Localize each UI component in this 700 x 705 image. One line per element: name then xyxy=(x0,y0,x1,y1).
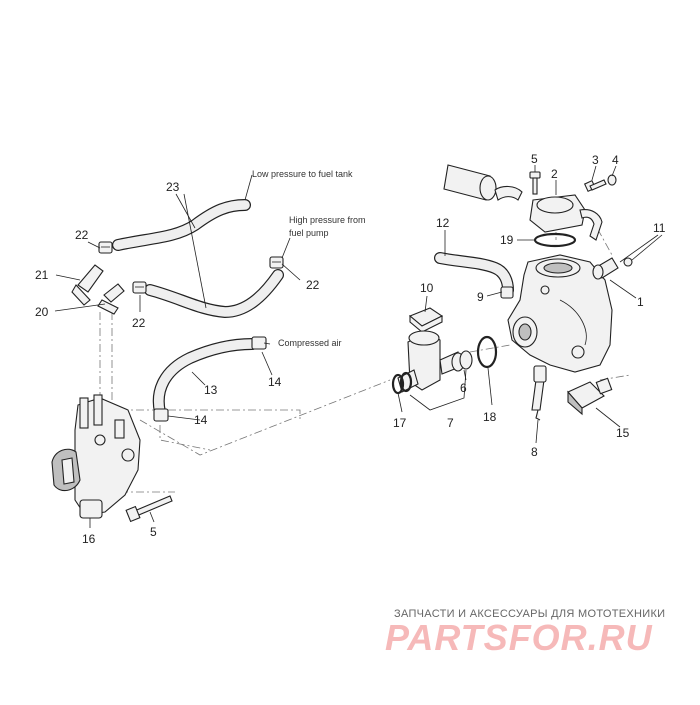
note-compressed-air: Compressed air xyxy=(278,338,342,348)
callout-12: 12 xyxy=(436,216,450,230)
hose-clamp-22-left xyxy=(98,241,113,254)
flow-notes: Low pressure to fuel tank High pressure … xyxy=(252,169,366,348)
o-ring-18 xyxy=(476,335,498,369)
callout-21: 21 xyxy=(35,268,49,282)
fitting-6 xyxy=(451,350,473,372)
elbow-fitting-21 xyxy=(71,264,104,306)
t-pipe-7 xyxy=(397,330,463,393)
callout-22-left: 22 xyxy=(75,228,89,242)
callout-18: 18 xyxy=(483,410,497,424)
note-high-pressure-line2: fuel pump xyxy=(289,228,329,238)
hose-clamp-22-middle xyxy=(132,281,147,294)
watermark-brand: PARTSFOR.RU xyxy=(385,617,653,658)
screw-3 xyxy=(583,179,607,193)
callout-22-right: 22 xyxy=(306,278,320,292)
callout-17: 17 xyxy=(393,416,407,430)
note-low-pressure: Low pressure to fuel tank xyxy=(252,169,353,179)
thermostat-cover-2 xyxy=(529,194,603,241)
bleed-screw-11 xyxy=(592,257,633,280)
callout-10: 10 xyxy=(420,281,434,295)
callout-16: 16 xyxy=(82,532,96,546)
clamp-9 xyxy=(500,286,514,299)
fuel-hose-23-upper xyxy=(112,199,251,251)
o-ring-19 xyxy=(533,232,577,248)
callout-15: 15 xyxy=(616,426,630,440)
hose-clamp-22-right xyxy=(269,256,284,269)
coolant-pipe xyxy=(443,164,523,201)
hose-clamp-14-bottom xyxy=(153,408,169,422)
callout-19: 19 xyxy=(500,233,514,247)
callout-23: 23 xyxy=(166,180,180,194)
watermark: ЗАПЧАСТИ И АКСЕССУАРЫ ДЛЯ МОТОТЕХНИКИ PA… xyxy=(385,608,665,658)
callout-5-upper: 5 xyxy=(531,152,538,166)
pressure-regulator-16 xyxy=(51,394,141,519)
air-hose-13 xyxy=(152,338,258,418)
callout-4: 4 xyxy=(612,153,619,167)
hose-clamp-14-top xyxy=(251,336,267,350)
callout-numbers: 23 22 21 20 22 22 14 13 14 16 5 12 10 9 … xyxy=(35,152,666,546)
watermark-tagline: ЗАПЧАСТИ И АКСЕССУАРЫ ДЛЯ МОТОТЕХНИКИ xyxy=(394,608,665,620)
bracket-10 xyxy=(408,307,444,333)
callout-1: 1 xyxy=(637,295,644,309)
callout-13: 13 xyxy=(204,383,218,397)
leader-lines xyxy=(54,165,663,528)
callout-20: 20 xyxy=(35,305,49,319)
note-high-pressure-line1: High pressure from xyxy=(289,215,366,225)
callout-22-middle: 22 xyxy=(132,316,146,330)
fuel-hose-12 xyxy=(434,252,514,296)
temperature-sensor-8 xyxy=(531,365,547,421)
callout-11: 11 xyxy=(653,221,666,235)
thermostat-housing-1 xyxy=(507,254,613,373)
callout-2: 2 xyxy=(551,167,558,181)
bolt-5-lower xyxy=(125,495,173,523)
callout-14-top: 14 xyxy=(268,375,282,389)
washer-4 xyxy=(607,174,617,186)
callout-14-bottom: 14 xyxy=(194,413,208,427)
elbow-fitting-20 xyxy=(97,283,125,315)
callout-7: 7 xyxy=(447,416,454,430)
callout-3: 3 xyxy=(592,153,599,167)
bolt-5-upper xyxy=(529,171,541,195)
callout-8: 8 xyxy=(531,445,538,459)
callout-9: 9 xyxy=(477,290,484,304)
temperature-switch-15 xyxy=(567,377,613,416)
fuel-hose-23-lower xyxy=(144,269,284,318)
callout-6: 6 xyxy=(460,381,467,395)
callout-5-lower: 5 xyxy=(150,525,157,539)
